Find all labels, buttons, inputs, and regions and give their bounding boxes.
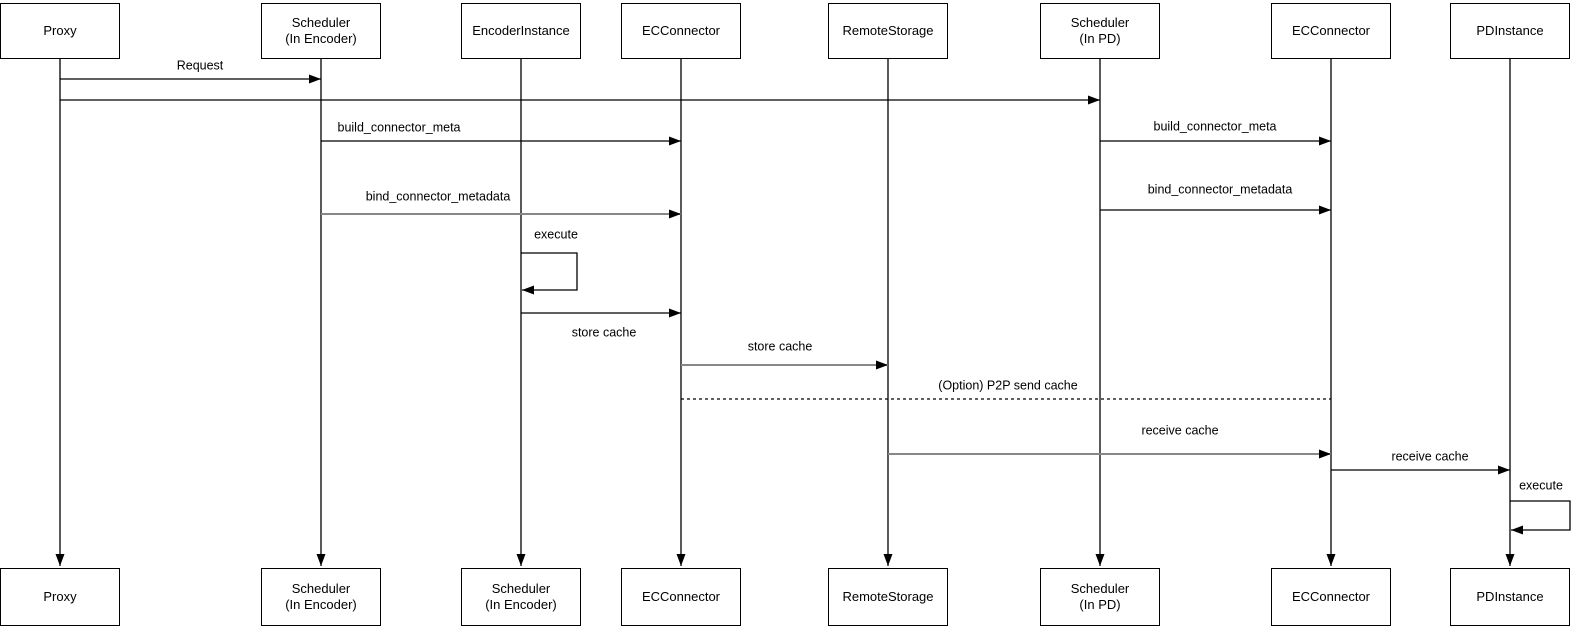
actor-label-line: (In Encoder) xyxy=(285,31,357,46)
message-label: build_connector_meta xyxy=(1153,119,1277,134)
message-label: (Option) P2P send cache xyxy=(938,378,1078,393)
message-label: bind_connector_metadata xyxy=(1147,182,1293,197)
actor-top-box-proxy: Proxy xyxy=(0,3,120,59)
actor-label-line: ECConnector xyxy=(1291,589,1371,604)
actor-top-box-remote-storage: RemoteStorage xyxy=(828,3,948,59)
actor-top-box-scheduler-in-pd: Scheduler(In PD) xyxy=(1040,3,1160,59)
actor-top-box-scheduler-in-encoder: Scheduler(In Encoder) xyxy=(261,3,381,59)
actor-bottom-box-encoder-instance: Scheduler(In Encoder) xyxy=(461,568,581,626)
actor-bottom-box-proxy: Proxy xyxy=(0,568,120,626)
message-label: store cache xyxy=(571,325,637,340)
actor-label-line: Proxy xyxy=(43,589,77,604)
actor-bottom-box-scheduler-in-encoder: Scheduler(In Encoder) xyxy=(261,568,381,626)
actor-label-line: ECConnector xyxy=(641,23,721,38)
actor-label-line: Proxy xyxy=(43,23,77,38)
message-label: bind_connector_metadata xyxy=(365,189,511,204)
actor-bottom-box-ec-connector-1: ECConnector xyxy=(621,568,741,626)
message-label: Request xyxy=(176,58,224,73)
actor-bottom-box-scheduler-in-pd: Scheduler(In PD) xyxy=(1040,568,1160,626)
actor-top-box-encoder-instance: EncoderInstance xyxy=(461,3,581,59)
actor-bottom-box-pd-instance: PDInstance xyxy=(1450,568,1570,626)
actor-top-box-ec-connector-1: ECConnector xyxy=(621,3,741,59)
self-call-label: execute xyxy=(534,227,578,242)
actor-label-line: ECConnector xyxy=(641,589,721,604)
actor-label-line: Scheduler xyxy=(1070,15,1130,30)
actor-bottom-box-ec-connector-2: ECConnector xyxy=(1271,568,1391,626)
actor-label-line: ECConnector xyxy=(1291,23,1371,38)
actor-label-line: (In Encoder) xyxy=(285,597,357,612)
actor-label-line: Scheduler xyxy=(291,581,351,596)
actor-label-line: (In PD) xyxy=(1079,597,1121,612)
message-label: receive cache xyxy=(1391,449,1469,464)
actor-label-line: PDInstance xyxy=(1476,23,1544,38)
self-call-arrow-encoder-instance xyxy=(521,252,578,295)
actor-top-box-pd-instance: PDInstance xyxy=(1450,3,1570,59)
message-label: build_connector_meta xyxy=(337,120,461,135)
actor-label-line: Scheduler xyxy=(1070,581,1130,596)
actor-label-line: (In PD) xyxy=(1079,31,1121,46)
actor-label-line: (In Encoder) xyxy=(485,597,557,612)
message-label: receive cache xyxy=(1141,423,1219,438)
self-call-arrow-pd-instance xyxy=(1510,500,1571,535)
self-call-label: execute xyxy=(1519,478,1563,493)
actor-label-line: RemoteStorage xyxy=(842,23,934,38)
actor-label-line: RemoteStorage xyxy=(842,589,934,604)
actor-top-box-ec-connector-2: ECConnector xyxy=(1271,3,1391,59)
actor-label-line: Scheduler xyxy=(291,15,351,30)
message-label: store cache xyxy=(747,339,813,354)
actor-label-line: EncoderInstance xyxy=(472,23,570,38)
actor-label-line: Scheduler xyxy=(491,581,551,596)
actor-bottom-box-remote-storage: RemoteStorage xyxy=(828,568,948,626)
actor-label-line: PDInstance xyxy=(1476,589,1544,604)
